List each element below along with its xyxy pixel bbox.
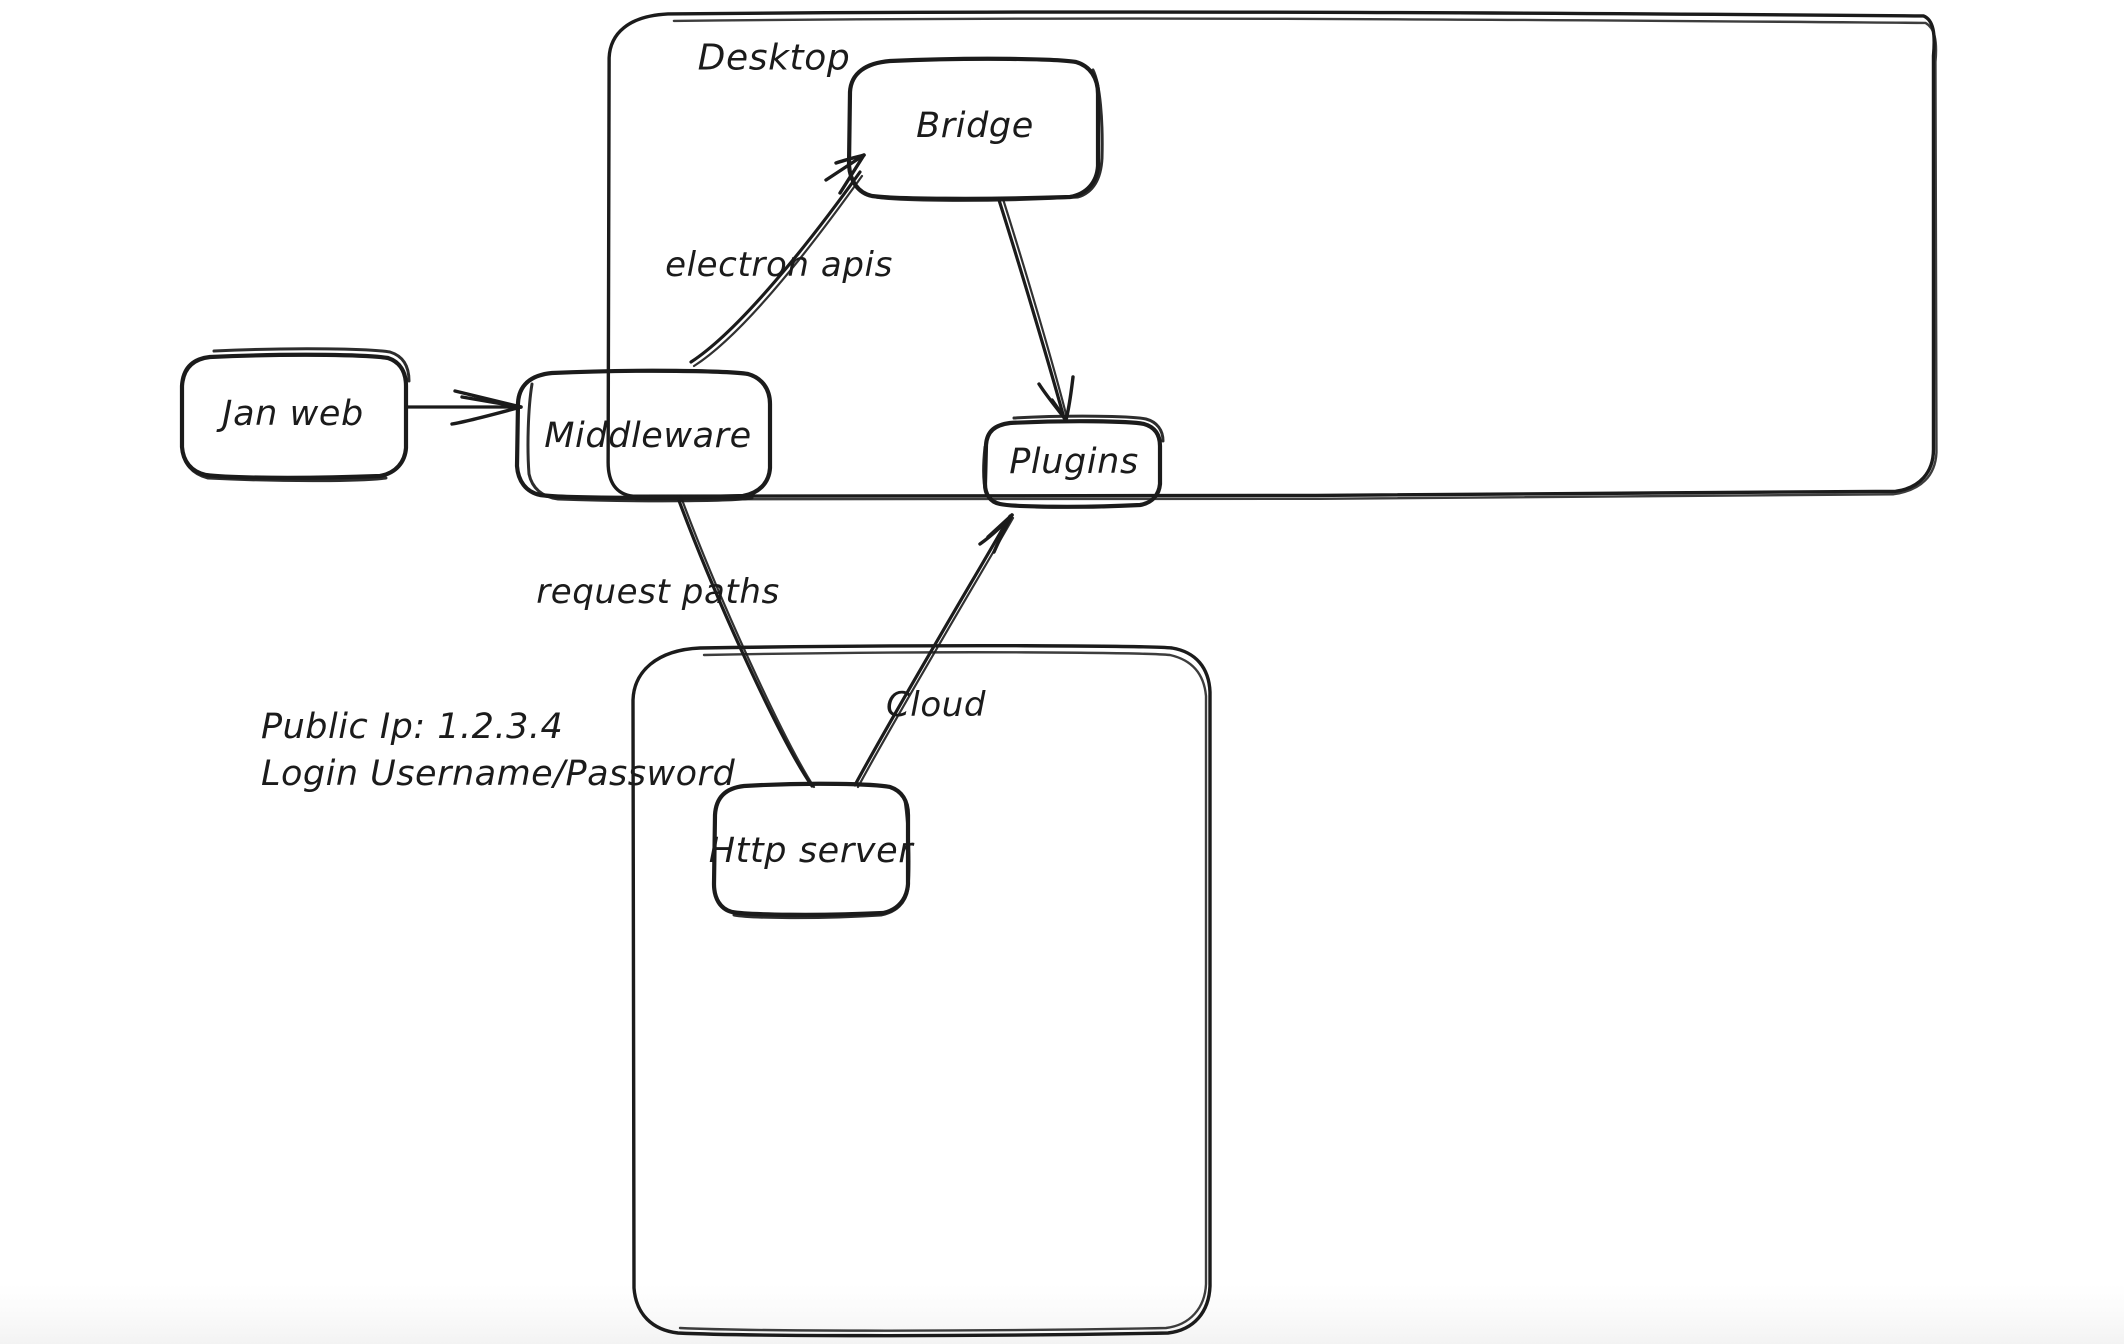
edge-bridge-to-plugins[interactable]	[997, 197, 1075, 422]
node-box-bridge[interactable]	[846, 56, 1104, 202]
node-label-plugins: Plugins	[1009, 442, 1139, 482]
node-label-middleware: Middleware	[544, 416, 752, 456]
node-box-http-server[interactable]	[711, 781, 911, 920]
node-label-bridge: Bridge	[916, 106, 1034, 146]
edge-middleware-to-http-server[interactable]	[676, 495, 816, 789]
edge-label-cloud: Cloud	[885, 685, 987, 725]
edge-label-request-paths: request paths	[536, 572, 780, 612]
node-box-middleware[interactable]	[514, 368, 773, 503]
node-box-jan-web[interactable]	[179, 347, 411, 483]
node-label-http-server: Http server	[708, 831, 914, 871]
edge-http-server-to-plugins[interactable]	[853, 513, 1015, 789]
group-desktop[interactable]	[606, 10, 1938, 501]
edge-middleware-to-bridge[interactable]	[689, 153, 866, 368]
node-box-plugins[interactable]	[982, 414, 1165, 509]
connection-note: Public Ip: 1.2.3.4 Login Username/Passwo…	[261, 707, 736, 794]
edge-label-electron-apis: electron apis	[665, 245, 893, 285]
edge-janweb-to-middleware[interactable]	[404, 389, 523, 426]
node-label-jan-web: Jan web	[222, 394, 364, 434]
group-label-desktop: Desktop	[697, 37, 851, 79]
group-cloud-container[interactable]	[631, 643, 1212, 1338]
